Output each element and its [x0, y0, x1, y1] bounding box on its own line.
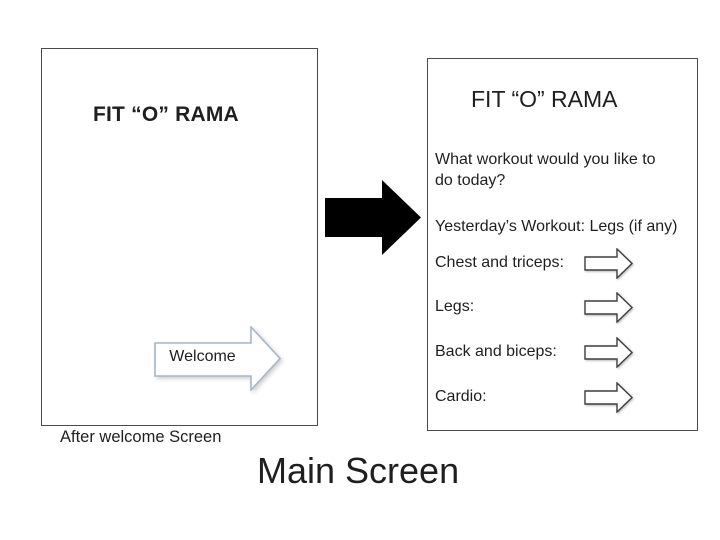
menu-row-label: Back and biceps: [435, 343, 557, 360]
menu-row-label: Legs: [435, 298, 475, 315]
cardio-select-button[interactable] [584, 381, 634, 418]
slide-title: Main Screen [257, 450, 460, 491]
after-welcome-caption: After welcome Screen [60, 428, 222, 446]
welcome-screen-title: FIT “O” RAMA [93, 103, 239, 126]
menu-row-back: Back and biceps: [428, 336, 697, 377]
menu-row-label: Chest and triceps: [435, 254, 564, 271]
back-select-button[interactable] [584, 336, 634, 373]
welcome-screen-mockup: FIT “O” RAMA Welcome [41, 48, 318, 426]
right-block-arrow-icon [584, 291, 634, 324]
menu-row-legs: Legs: [428, 291, 697, 332]
right-block-arrow-icon [584, 336, 634, 369]
legs-select-button[interactable] [584, 291, 634, 328]
right-block-arrow-icon [154, 324, 282, 393]
transition-arrow-icon [325, 180, 421, 255]
right-block-arrow-icon [584, 381, 634, 414]
menu-row-label: Cardio: [435, 388, 487, 405]
right-block-arrow-icon [584, 247, 634, 280]
chest-select-button[interactable] [584, 247, 634, 284]
main-screen-mockup: FIT “O” RAMA What workout would you like… [427, 58, 698, 431]
welcome-button[interactable]: Welcome [154, 324, 282, 393]
welcome-button-label: Welcome [169, 348, 236, 365]
menu-row-chest: Chest and triceps: [428, 247, 697, 288]
main-screen-title: FIT “O” RAMA [471, 86, 618, 112]
workout-question-text: What workout would you like to do today? [435, 151, 656, 189]
yesterday-workout-text: Yesterday’s Workout: Legs (if any) [435, 218, 678, 235]
menu-row-cardio: Cardio: [428, 381, 697, 422]
